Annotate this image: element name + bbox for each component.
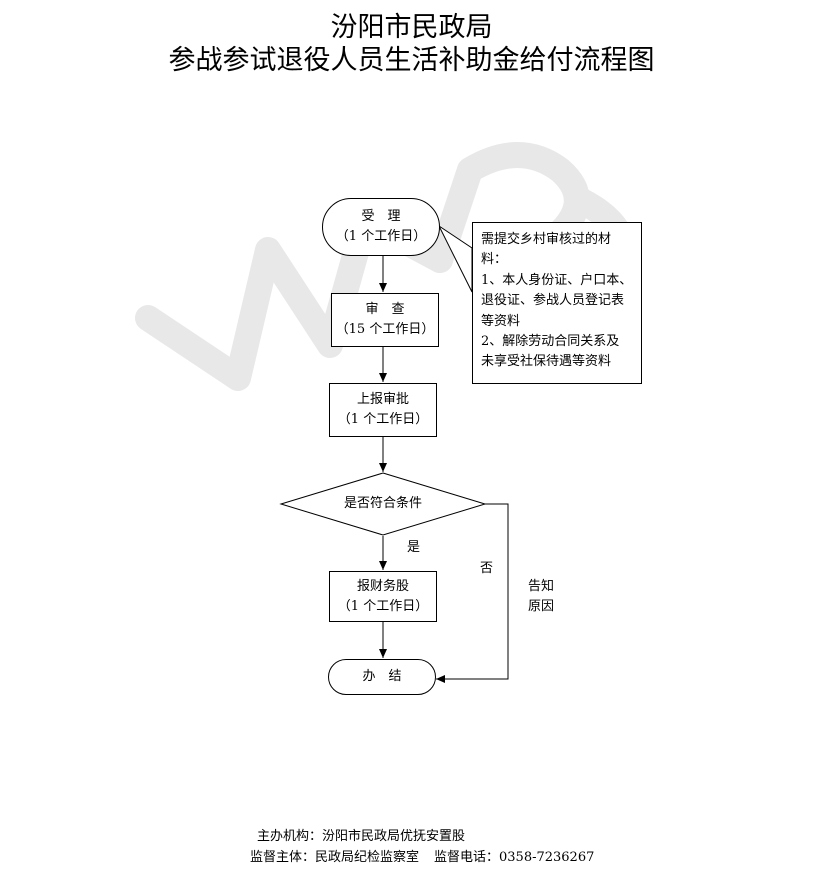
note-line: 退役证、参战人员登记表 bbox=[481, 293, 625, 309]
node-report-days: （1 个工作日） bbox=[337, 412, 429, 427]
page-subtitle: 参战参试退役人员生活补助金给付流程图 bbox=[168, 45, 655, 76]
label-inform-2: 原因 bbox=[528, 599, 555, 614]
node-done: 办 结 bbox=[328, 659, 436, 695]
note-callout-pointer bbox=[437, 224, 473, 293]
footer-organizer: 主办机构：汾阳市民政局优抚安置股 bbox=[257, 829, 466, 844]
label-no: 否 bbox=[480, 561, 494, 576]
note-line: 1、本人身份证、户口本、 bbox=[481, 272, 633, 288]
page-title: 汾阳市民政局 bbox=[330, 12, 493, 43]
label-yes: 是 bbox=[407, 540, 421, 555]
materials-note: 需提交乡村审核过的材 料： 1、本人身份证、户口本、 退役证、参战人员登记表 等… bbox=[472, 222, 642, 384]
note-line: 需提交乡村审核过的材 bbox=[481, 232, 612, 247]
arrow-decision-no-done bbox=[436, 503, 509, 683]
node-review-label: 审 查 bbox=[365, 302, 405, 317]
note-line: 未享受社保待遇等资料 bbox=[481, 354, 612, 370]
node-accept-days: （1 个工作日） bbox=[335, 229, 427, 244]
node-review-days: （15 个工作日） bbox=[335, 322, 435, 337]
node-finance-label: 报财务股 bbox=[356, 578, 409, 594]
node-review: 审 查 （15 个工作日） bbox=[331, 293, 439, 347]
note-line: 2、解除劳动合同关系及 bbox=[481, 334, 620, 350]
node-decision-label: 是否符合条件 bbox=[343, 496, 422, 511]
node-finance-days: （1 个工作日） bbox=[337, 598, 429, 614]
note-line: 料： bbox=[481, 252, 508, 268]
node-finance: 报财务股 （1 个工作日） bbox=[329, 571, 437, 622]
node-report: 上报审批 （1 个工作日） bbox=[329, 383, 437, 437]
note-line: 等资料 bbox=[481, 313, 521, 329]
node-done-label: 办 结 bbox=[362, 669, 402, 684]
footer-phone: 监督电话：0358-7236267 bbox=[434, 850, 595, 865]
node-accept: 受 理 （1 个工作日） bbox=[322, 198, 440, 256]
node-report-label: 上报审批 bbox=[356, 392, 409, 407]
node-accept-label: 受 理 bbox=[361, 209, 401, 224]
footer-supervisor: 监督主体：民政局纪检监察室 bbox=[250, 850, 420, 865]
decision-diamond bbox=[279, 472, 487, 536]
label-inform-1: 告知 bbox=[528, 579, 555, 594]
